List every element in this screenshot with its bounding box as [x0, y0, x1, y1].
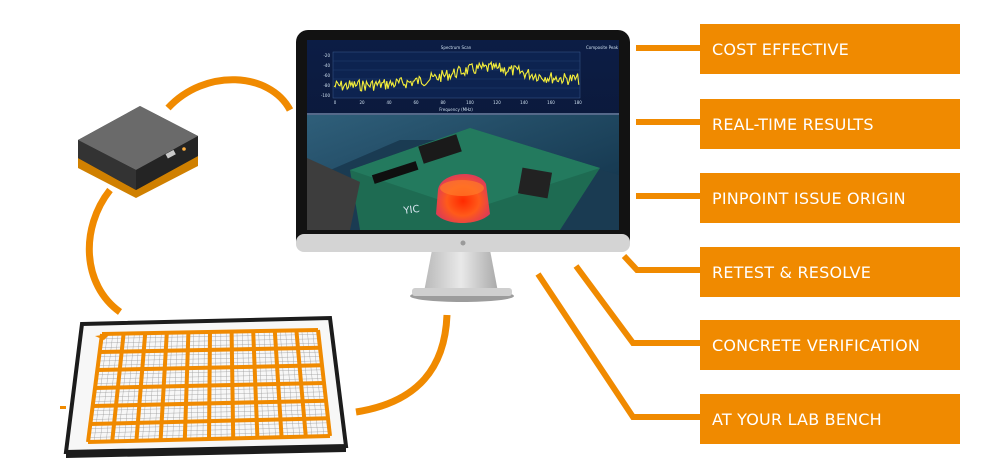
leader-retest-resolve: [624, 256, 700, 270]
plot-x-tick: 100: [466, 100, 474, 105]
plot-x-tick: 80: [440, 100, 446, 105]
plot-x-tick: 140: [520, 100, 528, 105]
cable-device-to-board: [89, 190, 120, 312]
plot-y-tick: -40: [323, 63, 330, 68]
plot-legend: Composite Peak: [586, 45, 619, 50]
plot-x-axis-label: Frequency (MHz): [439, 107, 473, 112]
plot-title: Spectrum Scan: [441, 45, 472, 50]
plot-x-tick: 0: [334, 100, 337, 105]
plot-y-tick: -80: [323, 83, 330, 88]
plot-y-tick: -100: [321, 93, 331, 98]
label-retest-resolve: RETEST & RESOLVE: [700, 247, 960, 297]
svg-text:YIC: YIC: [402, 204, 420, 217]
plot-x-tick: 20: [359, 100, 365, 105]
scanner-grid-icon: [60, 318, 346, 458]
plot-y-tick: -60: [323, 73, 330, 78]
monitor-stand-neck: [424, 250, 498, 292]
plot-x-tick: 40: [386, 100, 392, 105]
cable-board-to-monitor: [356, 315, 447, 412]
plot-x-tick: 60: [413, 100, 419, 105]
label-pinpoint-issue-origin: PINPOINT ISSUE ORIGIN: [700, 173, 960, 223]
usb-receiver-icon: [78, 106, 198, 198]
leader-concrete-verification: [576, 266, 700, 343]
label-concrete-verification: CONCRETE VERIFICATION: [700, 320, 960, 370]
pcb-heatmap-scene: YIC: [307, 115, 619, 230]
monitor-icon: Spectrum Scan Frequency (MHz) Composite …: [296, 30, 630, 302]
label-cost-effective: COST EFFECTIVE: [700, 24, 960, 74]
label-real-time-results: REAL-TIME RESULTS: [700, 99, 960, 149]
plot-x-tick: 120: [493, 100, 501, 105]
plot-y-tick: -20: [323, 53, 330, 58]
plot-x-tick: 160: [547, 100, 555, 105]
cable-device-to-monitor: [168, 80, 290, 110]
label-at-your-lab-bench: AT YOUR LAB BENCH: [700, 394, 960, 444]
plot-x-tick: 180: [574, 100, 582, 105]
